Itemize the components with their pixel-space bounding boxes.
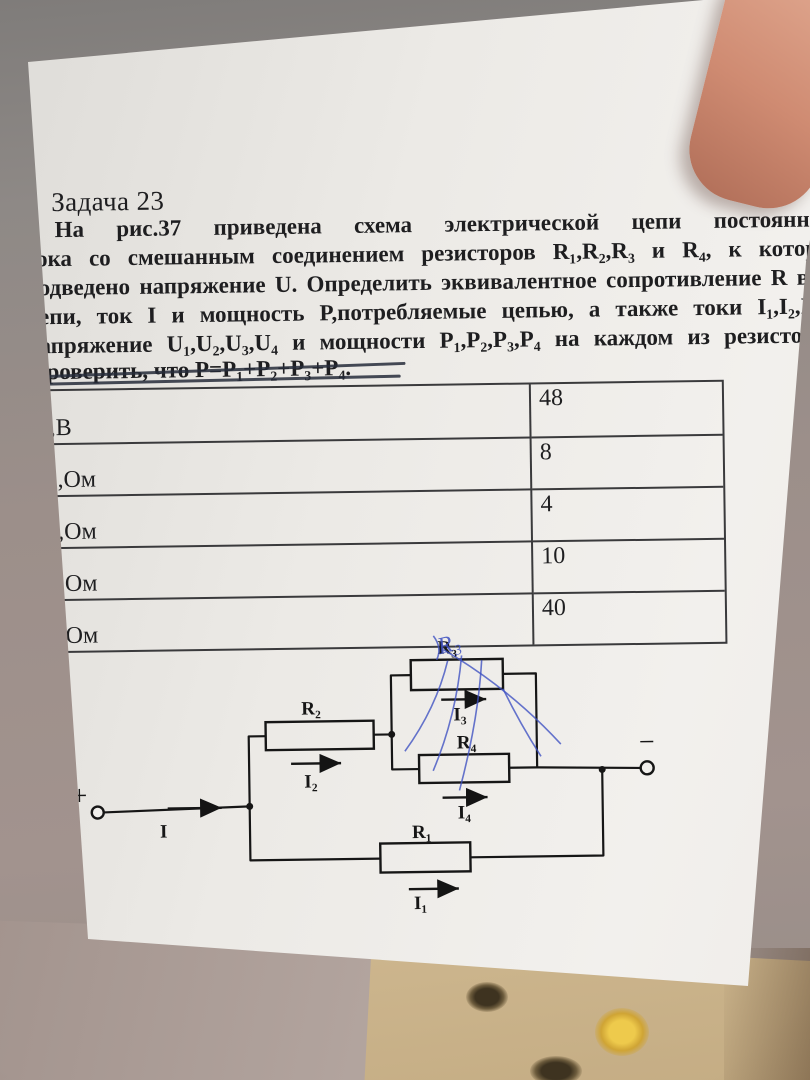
- current-arrow-icon: [167, 798, 222, 818]
- plus-sign-label: +: [71, 781, 87, 812]
- wire: [509, 766, 641, 770]
- current-label-i1: I₁: [414, 893, 427, 914]
- resistor-label-r2: R₂: [301, 698, 321, 719]
- current-label-i4: I₄: [458, 802, 472, 823]
- plus-terminal-icon: [90, 805, 105, 820]
- table-label-cell: R₂,Ом: [28, 488, 533, 548]
- table-label-cell: U,В: [28, 384, 532, 444]
- pen-stroke: [443, 648, 562, 745]
- wire: [470, 769, 605, 859]
- current-label-i2: I₂: [304, 771, 318, 792]
- current-label-i: I: [160, 822, 168, 843]
- wire: [390, 734, 420, 771]
- circuit-diagram: + − I R₂ I₂ R₃ I₃ R₄ I₄ R₁ I₁ R₃: [71, 629, 655, 914]
- resistor-label-r4: R₄: [457, 732, 477, 753]
- junction-node: [388, 730, 396, 738]
- minus-sign-label: −: [639, 727, 655, 758]
- wire: [247, 735, 266, 807]
- pen-stroke: [404, 660, 449, 752]
- pen-stroke: [432, 635, 440, 661]
- resistor-r1-box: [378, 841, 472, 874]
- given-values-table: U,В 48 R₁,Ом 8 R₂,Ом 4 R₃,Ом 10 R₄,Ом 40: [28, 379, 728, 654]
- current-arrow-icon: [291, 753, 342, 774]
- table-value-cell: 4: [532, 485, 724, 541]
- paper-sheet: Задача 23 На рис.37 приведена схема элек…: [28, 0, 810, 986]
- resistor-r3-box: [409, 657, 505, 692]
- table-label-cell: R₁,Ом: [28, 436, 533, 496]
- yellow-spot: [595, 1008, 649, 1056]
- table-label-cell: R₃,Ом: [28, 540, 534, 600]
- pen-stroke: [432, 655, 463, 772]
- current-arrow-icon: [408, 879, 459, 899]
- board-hole: [466, 982, 508, 1012]
- current-arrow-icon: [441, 689, 487, 709]
- current-label-i3: I₃: [453, 704, 467, 725]
- problem-title: Задача 23: [51, 185, 165, 218]
- paper-content: Задача 23 На рис.37 приведена схема элек…: [28, 185, 728, 914]
- table-value-cell: 8: [531, 433, 724, 489]
- resistor-r4-box: [417, 752, 511, 785]
- crossed-out-line: Проверить, что P=P₁+P₂+P₃+P₄.: [28, 355, 406, 386]
- pen-stroke: [502, 688, 542, 757]
- resistor-label-r3: R₃: [437, 637, 457, 658]
- table-value-cell: 48: [538, 384, 564, 412]
- current-arrow-icon: [442, 787, 488, 807]
- wire: [389, 674, 411, 735]
- resistor-r2-box: [264, 719, 376, 752]
- minus-terminal-icon: [639, 760, 655, 776]
- board-hole: [530, 1056, 582, 1080]
- junction-node: [246, 802, 254, 810]
- junction-node: [598, 765, 606, 773]
- wire: [502, 672, 539, 768]
- resistor-label-r1: R₁: [412, 822, 432, 843]
- wire: [248, 806, 381, 862]
- table-value-cell: 10: [532, 537, 725, 593]
